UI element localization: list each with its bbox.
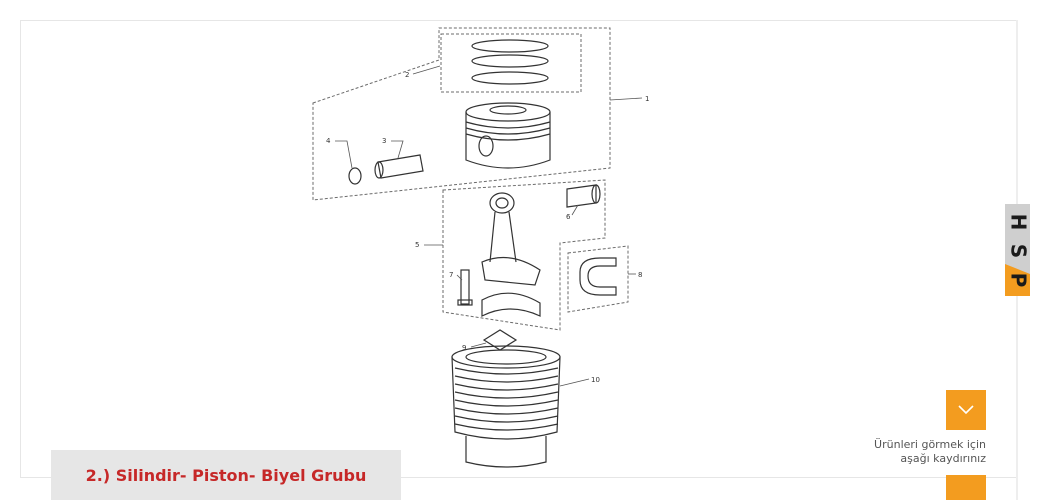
group-1-outline bbox=[312, 27, 611, 201]
label-2: 2 bbox=[405, 71, 409, 79]
svg-text:H: H bbox=[1007, 214, 1031, 231]
ring-top bbox=[471, 39, 549, 53]
label-9: 9 bbox=[462, 344, 466, 352]
label-3: 3 bbox=[382, 137, 386, 145]
bearing-shells bbox=[579, 257, 617, 296]
circlip bbox=[348, 167, 362, 185]
cylinder-top bbox=[451, 345, 561, 369]
caption-title: 2.) Silindir- Piston- Biyel Grubu bbox=[85, 465, 367, 485]
label-10: 10 bbox=[591, 376, 600, 384]
caption-box: 2.) Silindir- Piston- Biyel Grubu bbox=[51, 450, 401, 500]
rod-small-end bbox=[489, 192, 515, 214]
hsp-logo[interactable]: H S P bbox=[1005, 204, 1030, 296]
piston-pin bbox=[377, 154, 424, 179]
chevron-down-icon bbox=[958, 405, 974, 415]
rod-cap bbox=[481, 292, 541, 317]
label-1: 1 bbox=[645, 95, 649, 103]
scroll-hint-line1: Ürünleri görmek için bbox=[874, 438, 986, 451]
group-5-outline bbox=[442, 179, 606, 331]
bearing-box bbox=[567, 245, 629, 313]
rod-bolt bbox=[460, 269, 470, 305]
scroll-down-button[interactable] bbox=[946, 390, 986, 430]
svg-text:S: S bbox=[1007, 244, 1031, 258]
ring-mid bbox=[471, 54, 549, 68]
label-4: 4 bbox=[326, 137, 331, 145]
label-5: 5 bbox=[415, 241, 419, 249]
scroll-hint-line2: aşağı kaydırınız bbox=[900, 452, 986, 465]
label-6: 6 bbox=[566, 213, 571, 221]
label-7: 7 bbox=[449, 271, 453, 279]
scroll-hint: Ürünleri görmek için aşağı kaydırınız bbox=[874, 438, 986, 466]
svg-text:P: P bbox=[1007, 273, 1031, 288]
content-frame bbox=[20, 20, 1017, 478]
secondary-button[interactable] bbox=[946, 475, 986, 500]
label-8: 8 bbox=[638, 271, 642, 279]
ring-bottom bbox=[471, 71, 549, 85]
rings-box bbox=[440, 33, 582, 93]
